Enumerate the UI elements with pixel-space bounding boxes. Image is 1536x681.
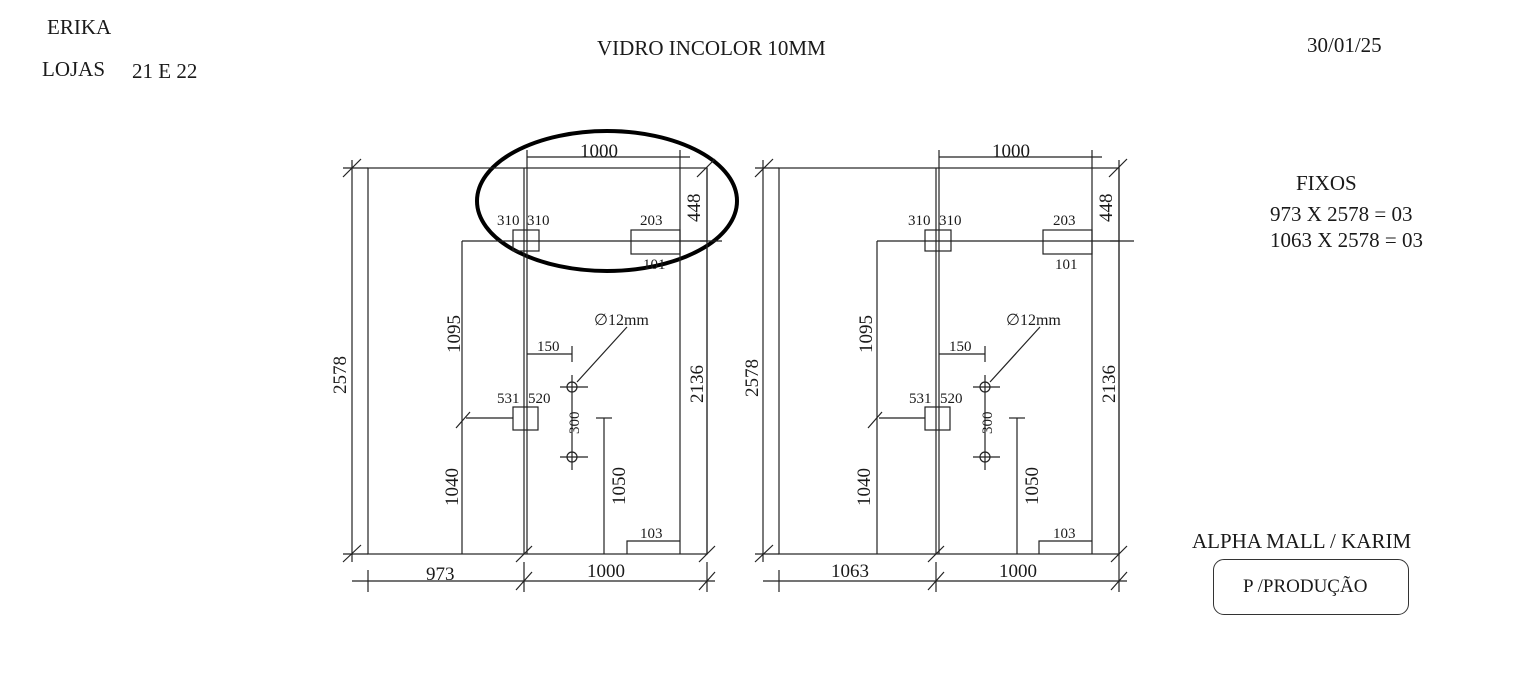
dim-handle-floor-height: 1050 xyxy=(609,467,630,505)
dim-hinge-right: 310 xyxy=(939,213,962,229)
lock-patch xyxy=(630,229,681,255)
dim-lock-floor-height: 1040 xyxy=(854,468,875,506)
lock-box xyxy=(924,406,951,431)
dim-total-height: 2578 xyxy=(330,356,351,394)
dim-pivot-height: 1095 xyxy=(444,315,465,353)
dim-fixed-width: 973 xyxy=(426,564,455,585)
dim-lock-right: 520 xyxy=(528,391,551,407)
dim-hinge-left: 310 xyxy=(497,213,520,229)
highlight-ellipse xyxy=(475,129,739,273)
dim-total-height: 2578 xyxy=(742,359,763,397)
drawing-right xyxy=(754,150,1134,592)
drawing-right-labels: 1000 448 2578 2136 310 310 203 101 1095 … xyxy=(742,141,1120,582)
summary-line-1: 973 X 2578 = 03 xyxy=(1270,202,1413,226)
project-name: ALPHA MALL / KARIM xyxy=(1192,529,1412,553)
drawing-left xyxy=(342,150,722,592)
dim-top-width: 1000 xyxy=(992,141,1030,162)
hole-diameter: ∅12mm xyxy=(594,312,649,329)
dim-handle-offset: 150 xyxy=(949,339,972,355)
dim-door-width: 1000 xyxy=(999,561,1037,582)
hinge-patch xyxy=(924,229,952,252)
dim-door-height: 2136 xyxy=(687,365,708,403)
drawing-left-labels: 1000 448 2578 2136 310 310 203 101 1095 … xyxy=(330,141,708,585)
dim-door-width: 1000 xyxy=(587,561,625,582)
dim-bottom-patch: 103 xyxy=(640,526,663,542)
dim-top-height: 448 xyxy=(1096,194,1117,223)
dim-hole-spacing: 300 xyxy=(980,412,996,435)
dim-lock-left: 531 xyxy=(497,391,520,407)
lock-box xyxy=(512,406,539,431)
client-name: ERIKA xyxy=(47,15,112,39)
production-status: P /PRODUÇÃO xyxy=(1243,576,1368,597)
dim-lock-right: 520 xyxy=(940,391,963,407)
dim-lock-height: 101 xyxy=(643,257,666,273)
page-title: VIDRO INCOLOR 10MM xyxy=(597,36,826,60)
dim-hinge-left: 310 xyxy=(908,213,931,229)
hole-diameter: ∅12mm xyxy=(1006,312,1061,329)
dim-handle-offset: 150 xyxy=(537,339,560,355)
dim-lock-height: 101 xyxy=(1055,257,1078,273)
dim-lock-floor-height: 1040 xyxy=(442,468,463,506)
hinge-patch xyxy=(512,229,540,252)
dim-hinge-right: 310 xyxy=(527,213,550,229)
lojas-value: 21 E 22 xyxy=(132,59,198,83)
dim-lock-width: 203 xyxy=(1053,213,1076,229)
summary-line-2: 1063 X 2578 = 03 xyxy=(1270,228,1424,252)
dim-lock-width: 203 xyxy=(640,213,663,229)
dim-hole-spacing: 300 xyxy=(567,412,583,435)
lojas-label: LOJAS xyxy=(42,57,106,81)
dim-top-width: 1000 xyxy=(580,141,618,162)
dim-door-height: 2136 xyxy=(1099,365,1120,403)
dim-top-height: 448 xyxy=(684,194,705,223)
dim-handle-floor-height: 1050 xyxy=(1022,467,1043,505)
dim-fixed-width: 1063 xyxy=(831,561,869,582)
summary-heading: FIXOS xyxy=(1296,171,1357,195)
dim-bottom-patch: 103 xyxy=(1053,526,1076,542)
lock-patch xyxy=(1042,229,1093,255)
production-stamp xyxy=(1213,559,1409,615)
dim-pivot-height: 1095 xyxy=(856,315,877,353)
date: 30/01/25 xyxy=(1307,33,1382,57)
dim-lock-left: 531 xyxy=(909,391,932,407)
